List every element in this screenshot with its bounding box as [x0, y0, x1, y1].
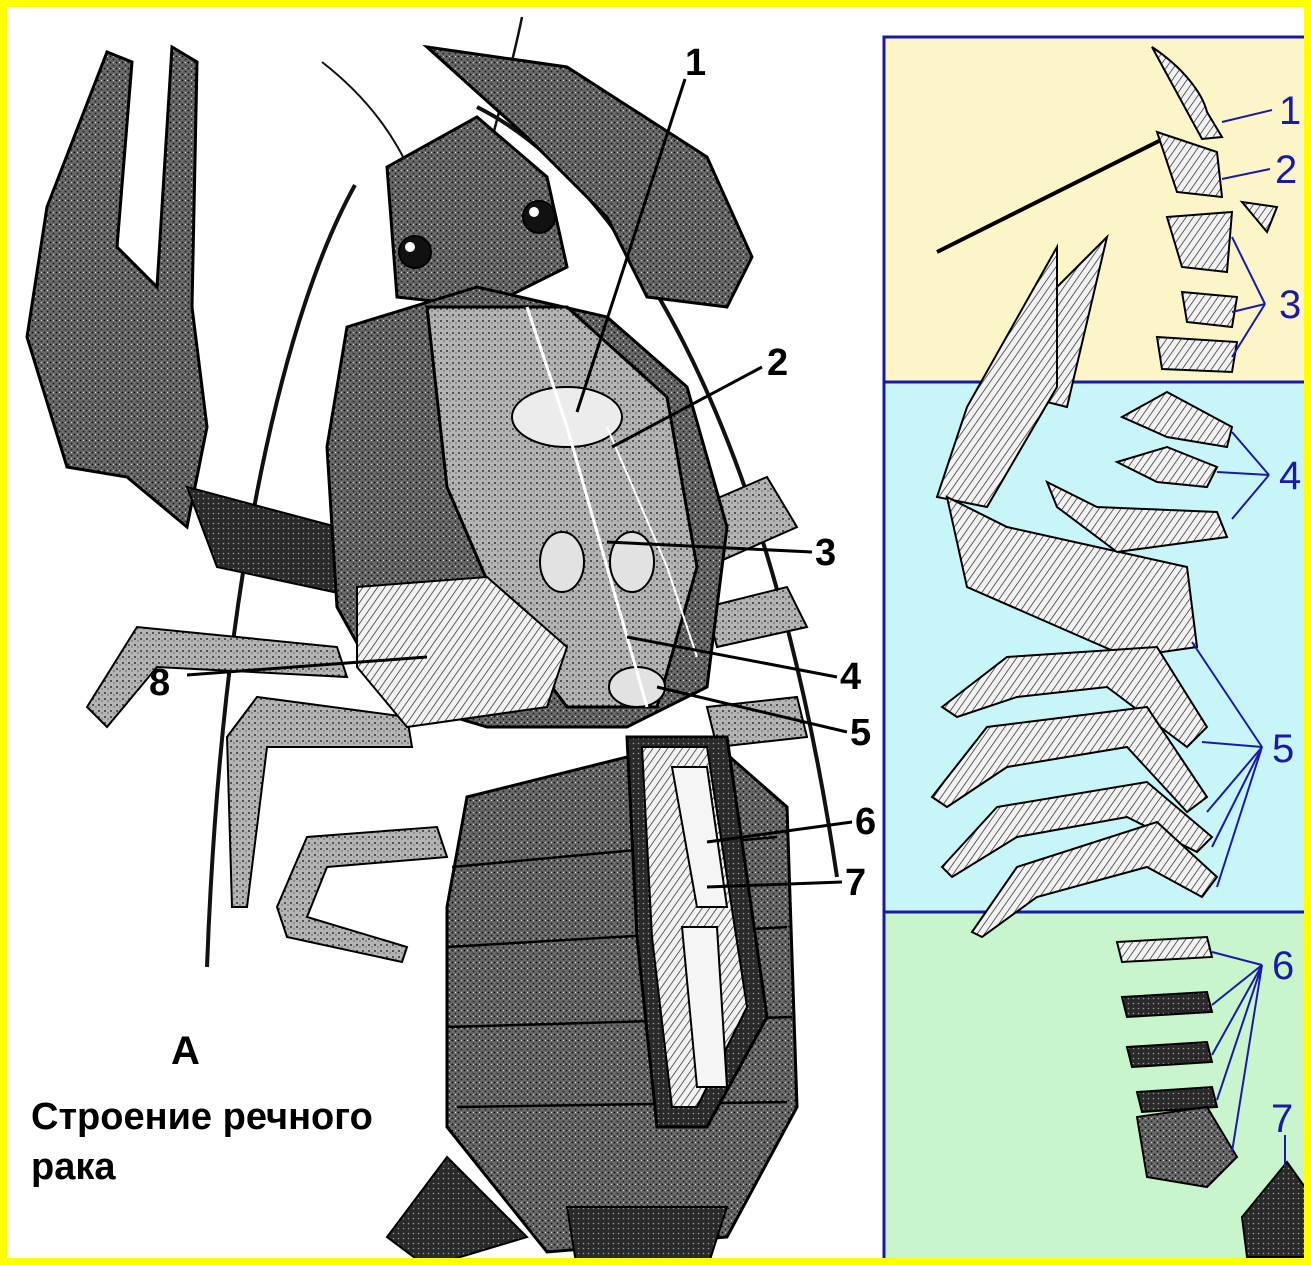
figure-letter: А	[171, 1029, 200, 1074]
label-b-7: 7	[1271, 1097, 1293, 1141]
label-a-6: 6	[855, 801, 876, 843]
label-a-2: 2	[767, 342, 788, 384]
label-b-4: 4	[1279, 454, 1301, 498]
label-b-2: 2	[1275, 148, 1297, 192]
label-a-7: 7	[845, 862, 866, 904]
label-a-4: 4	[840, 656, 861, 698]
label-a-1: 1	[685, 42, 706, 84]
label-a-8: 8	[149, 662, 170, 704]
label-b-1: 1	[1279, 89, 1301, 133]
label-a-5: 5	[850, 712, 871, 754]
label-b-3: 3	[1279, 283, 1301, 327]
label-b-5: 5	[1272, 727, 1294, 771]
label-a-3: 3	[815, 532, 836, 574]
crayfish-illustration: 1 2 3 4 5 6 7 8	[7, 7, 1311, 1265]
label-b-6: 6	[1272, 944, 1294, 988]
figure-caption: Строение речного рака	[31, 1092, 451, 1192]
crayfish-body	[27, 17, 837, 1265]
